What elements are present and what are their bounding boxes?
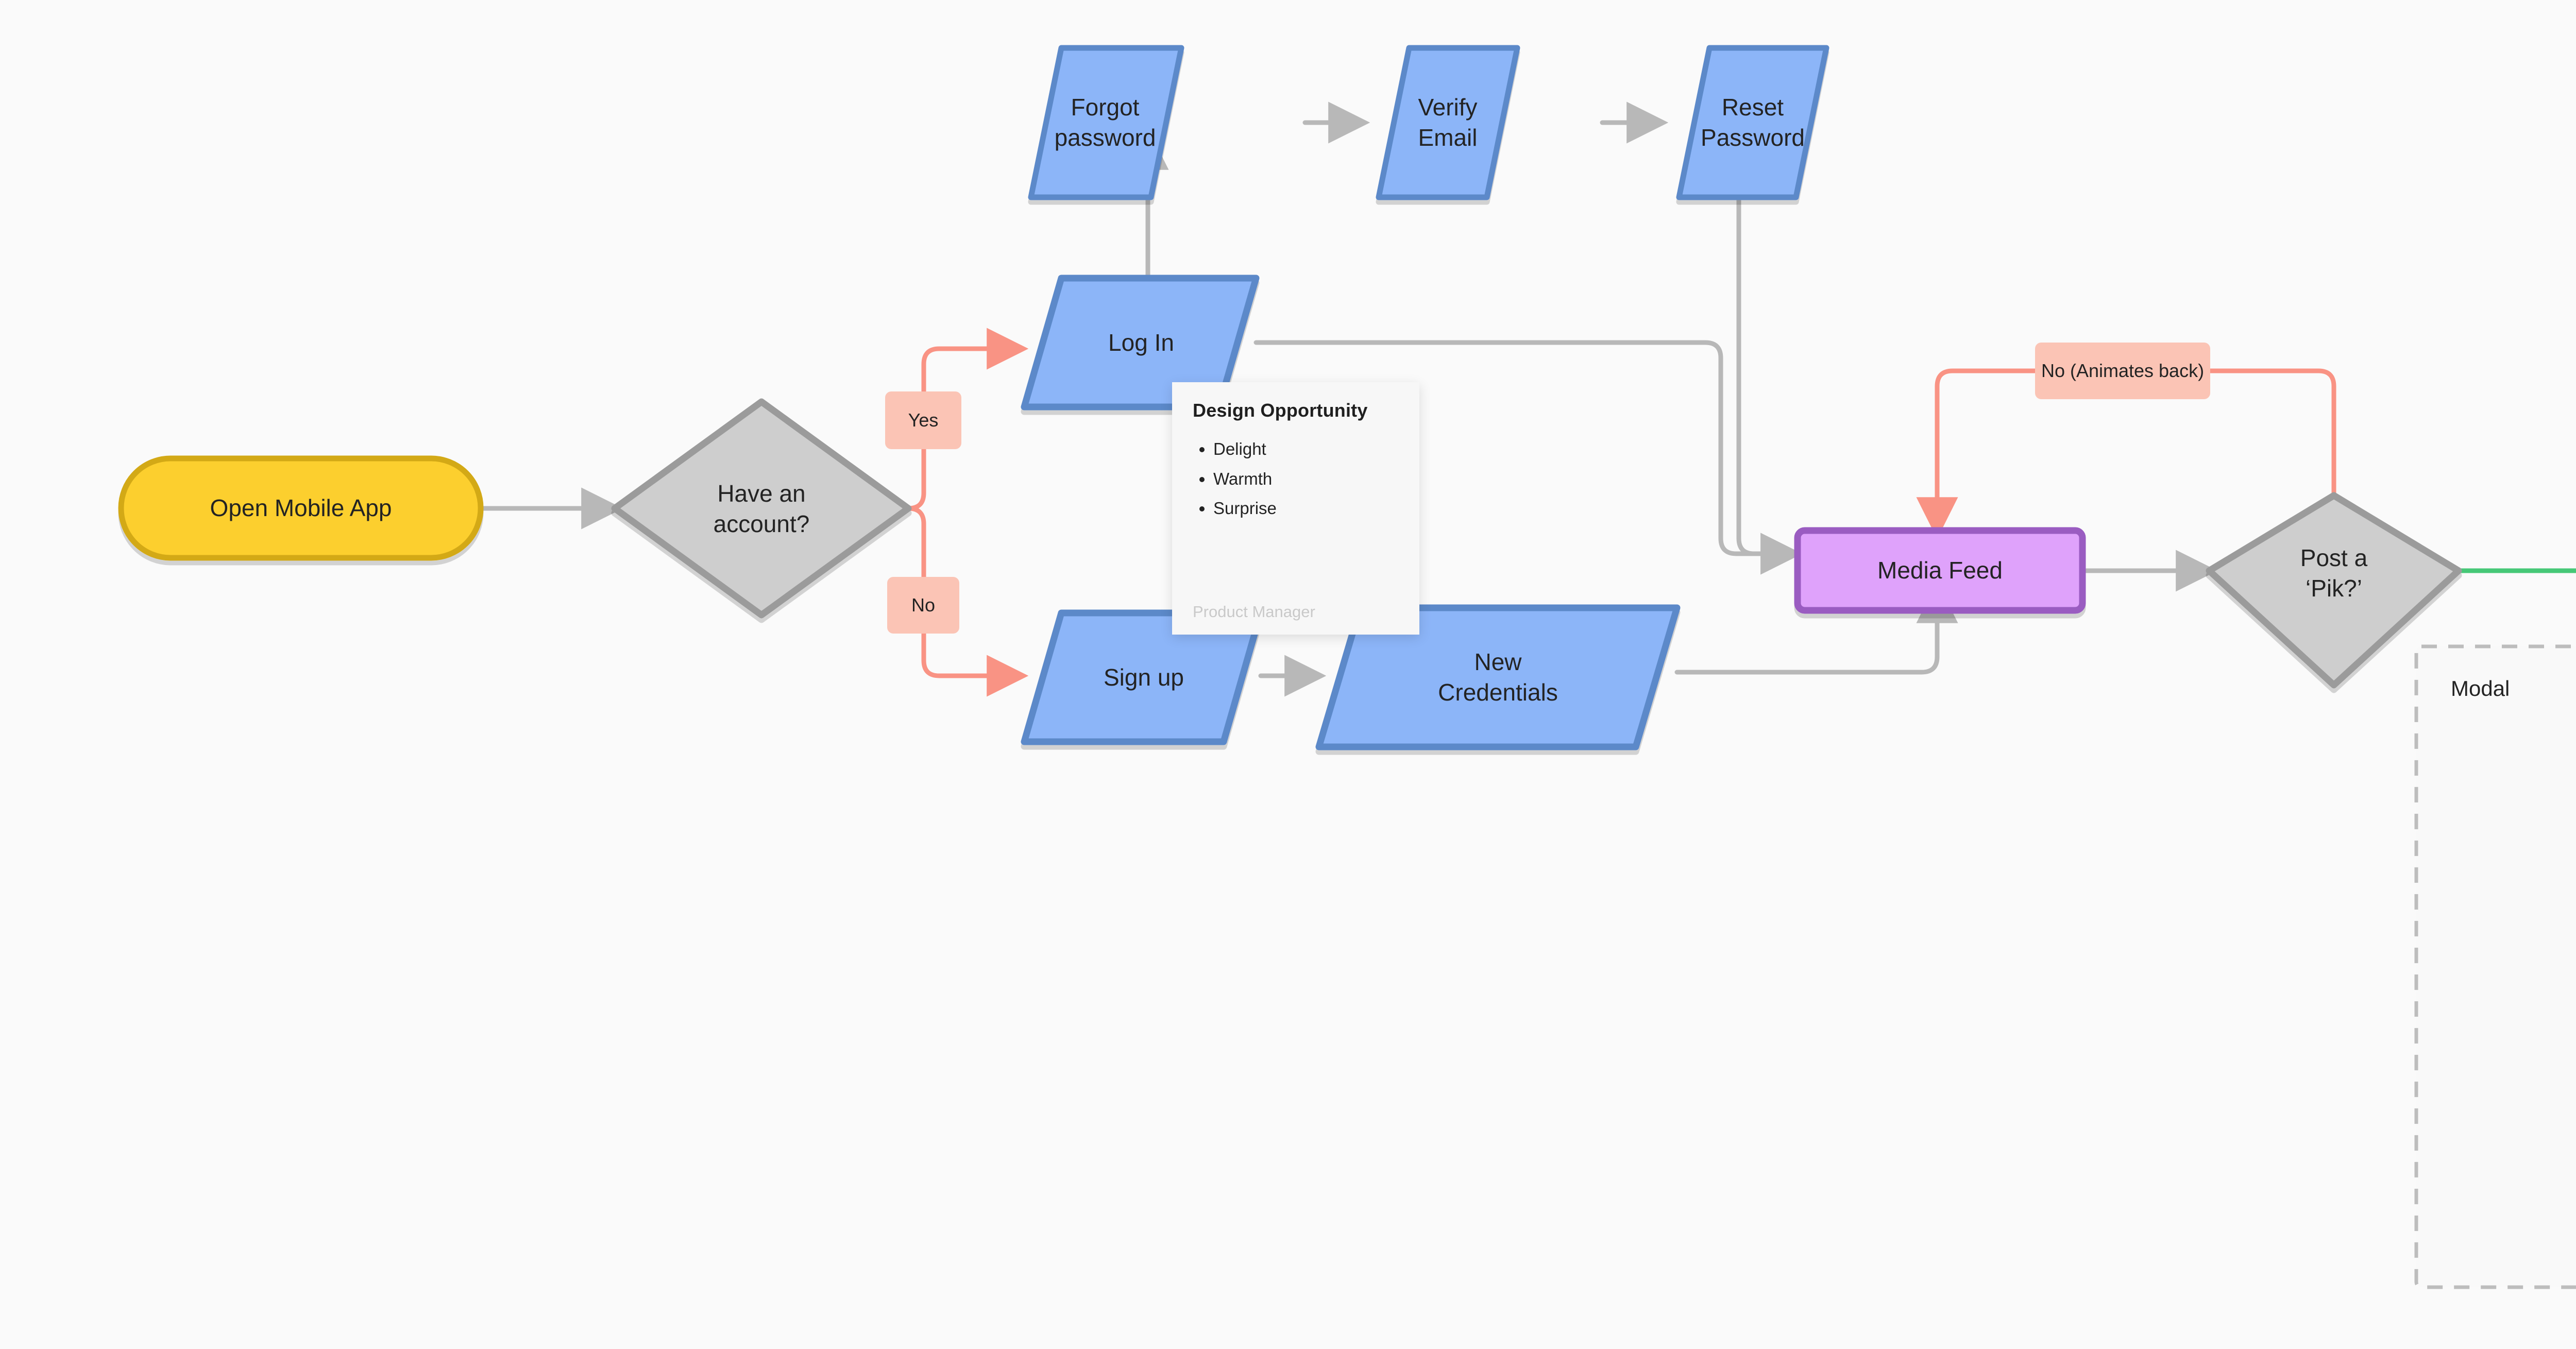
node-verify-email[interactable]	[1376, 45, 1520, 200]
edge-login-to-mediafeed	[1253, 340, 1803, 575]
sticky-note-title: Design Opportunity	[1193, 400, 1368, 421]
edge-postpik-no-mediafeed	[1937, 368, 2336, 531]
edge-newcreds-to-mediafeed	[1674, 581, 1958, 675]
node-reset-password[interactable]	[1676, 45, 1829, 200]
modal-group-box	[2414, 644, 2576, 1289]
edge-label-no-account: No	[887, 577, 959, 634]
modal-group-label: Modal	[2451, 676, 2510, 701]
edge-label-yes-account: Yes	[885, 391, 961, 449]
sticky-note-list: Delight Warmth Surprise	[1193, 439, 1399, 528]
sticky-note-item: Warmth	[1213, 469, 1399, 489]
node-new-credentials[interactable]	[1315, 604, 1681, 750]
edge-reset-to-mediafeed	[1736, 180, 1803, 575]
edge-account-yes-login	[906, 328, 1029, 511]
node-have-an-account[interactable]	[611, 398, 912, 619]
sticky-note-author: Product Manager	[1193, 603, 1315, 621]
sticky-note-item: Delight	[1213, 439, 1399, 459]
node-forgot-password[interactable]	[1028, 45, 1184, 200]
edge-label-no-animates-back: No (Animates back)	[2035, 343, 2210, 399]
sticky-note-design-opportunity[interactable]: Design Opportunity Delight Warmth Surpri…	[1172, 382, 1419, 635]
node-open-mobile-app[interactable]	[118, 455, 484, 561]
sticky-note-item: Surprise	[1213, 498, 1399, 519]
node-media-feed[interactable]	[1794, 527, 2086, 614]
edge-account-no-signup	[906, 506, 1029, 697]
node-post-a-pik[interactable]	[2206, 492, 2462, 689]
